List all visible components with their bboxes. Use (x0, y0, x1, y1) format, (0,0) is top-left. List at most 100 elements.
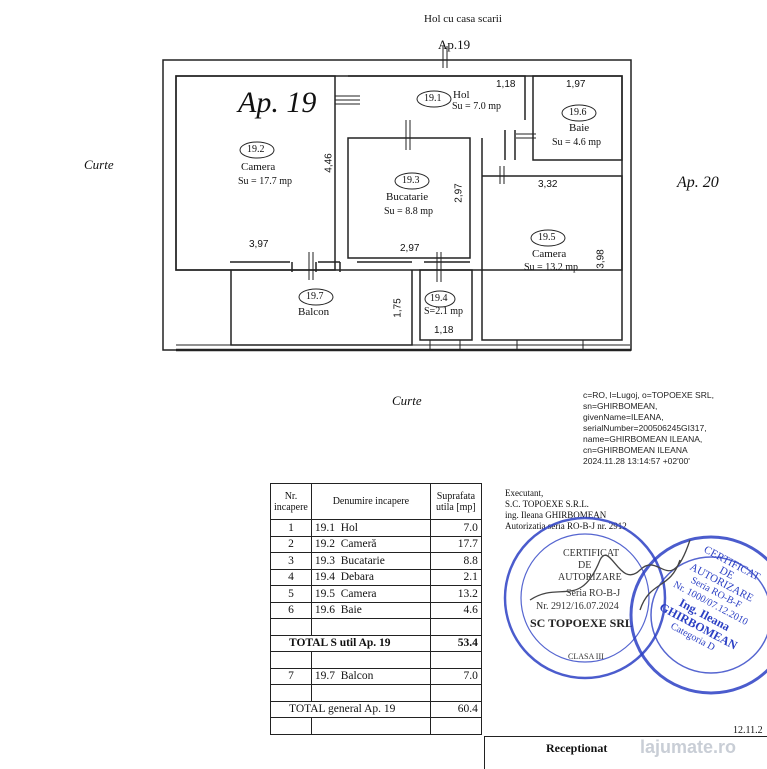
room-name: Camera (532, 248, 567, 260)
reception-label: Receptionat (546, 741, 608, 755)
col-header-name: Denumire incapere (310, 483, 431, 520)
dimension-label: 2,97 (400, 243, 420, 254)
room-area: Su = 8.8 mp (384, 206, 433, 217)
neighbor-label: Ap. 20 (677, 174, 719, 191)
digital-signature: c=RO, l=Lugoj, o=TOPOEXE SRL, sn=GHIRBOM… (583, 390, 714, 467)
total-util-label: TOTAL S util Ap. 19 (270, 634, 431, 652)
stamp-text: Nr. 2912/16.07.2024 (536, 601, 619, 612)
room-id: 19.3 (402, 175, 420, 186)
cell-name: 19.5 Camera (310, 585, 431, 603)
company-stamp: CERTIFICAT DE AUTORIZARE Seria RO-B-J Nr… (500, 513, 670, 683)
room-id: 19.4 (430, 293, 448, 304)
stamp-text: Seria RO-B-J (566, 588, 621, 599)
dimension-label: 3,32 (538, 179, 558, 190)
room-id: 19.1 (424, 93, 442, 104)
rooms-table: Nr. incapere Denumire incapere Suprafata… (270, 483, 482, 735)
signature-line: serialNumber=200506245GI317, (583, 423, 707, 433)
total-util-row: TOTAL S util Ap. 19 53.4 (270, 634, 482, 652)
dimension-label: 2,97 (453, 183, 465, 203)
dimension-label: 3,97 (249, 239, 269, 250)
signature-line: sn=GHIRBOMEAN, (583, 401, 658, 411)
cell-area: 7.0 (429, 519, 482, 537)
room-area: Su = 7.0 mp (452, 101, 501, 112)
cell-area: 17.7 (429, 535, 482, 553)
reception-box (484, 736, 767, 769)
cell-name: 19.4 Debara (310, 568, 431, 586)
signature-line: c=RO, l=Lugoj, o=TOPOEXE SRL, (583, 390, 714, 400)
room-name: Camera (241, 161, 276, 173)
table-row: 4 19.4 Debara 2.1 (270, 568, 482, 586)
cell-nr: 2 (270, 535, 312, 553)
cell-name: 19.6 Baie (310, 601, 431, 619)
room-area: S=2.1 mp (424, 306, 463, 317)
room-name: Hol (453, 89, 470, 101)
cell-area: 8.8 (429, 552, 482, 570)
signature-line: cn=GHIRBOMEAN ILEANA (583, 445, 688, 455)
room-area: Su = 4.6 mp (552, 137, 601, 148)
entry-label: Ap.19 (438, 37, 471, 52)
stamp-text: DE (578, 560, 592, 571)
cell-name: 19.1 Hol (310, 519, 431, 537)
table-row: 7 19.7 Balcon 7.0 (270, 667, 482, 685)
room-id: 19.6 (569, 107, 587, 118)
dimension-label: 4,46 (323, 153, 335, 173)
stamp-text: SC TOPOEXE SRL (530, 616, 633, 630)
table-row: 3 19.3 Bucatarie 8.8 (270, 552, 482, 570)
room-id: 19.2 (247, 144, 265, 155)
yard-left-label: Curte (84, 157, 114, 172)
cell-area: 4.6 (429, 601, 482, 619)
reception-date: 12.11.2 (733, 725, 763, 736)
cell-name: 19.3 Bucatarie (310, 552, 431, 570)
room-name: Bucatarie (386, 191, 429, 203)
total-general-row: TOTAL general Ap. 19 60.4 (270, 700, 482, 718)
cell-area: 7.0 (429, 667, 482, 685)
apartment-title: Ap. 19 (238, 86, 317, 119)
cell-nr: 6 (270, 601, 312, 619)
cell-nr: 1 (270, 519, 312, 537)
col-header-area: Suprafata utila [mp] (429, 483, 482, 520)
executant-line: Executant, (505, 488, 544, 498)
cell-nr: 3 (270, 552, 312, 570)
cell-nr: 5 (270, 585, 312, 603)
signature-line: givenName=ILEANA, (583, 412, 664, 422)
cell-area: 13.2 (429, 585, 482, 603)
cell-area: 2.1 (429, 568, 482, 586)
stamp-text: CERTIFICAT (563, 548, 620, 559)
total-util-value: 53.4 (429, 634, 482, 652)
handwritten-signature (529, 539, 691, 611)
stamp-text: CLASA III (568, 652, 604, 661)
executant-line: ing. Ileana GHIRBOMEAN (505, 510, 607, 520)
room-area: Su = 13.2 mp (524, 262, 578, 273)
stamp-text: AUTORIZARE (558, 572, 622, 583)
col-header-nr: Nr. incapere (270, 483, 312, 520)
watermark: lajumate.ro (640, 737, 737, 757)
engineer-stamp: CERTIFICAT DE AUTORIZARE Seria RO-B-F Nr… (626, 530, 767, 700)
room-id: 19.5 (538, 232, 556, 243)
table-row: 5 19.5 Camera 13.2 (270, 585, 482, 603)
total-general-label: TOTAL general Ap. 19 (270, 700, 431, 718)
table-row: 6 19.6 Baie 4.6 (270, 601, 482, 619)
cell-name: 19.2 Cameră (310, 535, 431, 553)
executant-line: S.C. TOPOEXE S.R.L. (505, 499, 589, 509)
room-name: Baie (569, 122, 590, 134)
cell-name: 19.7 Balcon (310, 667, 431, 685)
dimension-label: 1,75 (392, 298, 404, 318)
dimension-label: 1,18 (496, 79, 516, 90)
dimension-label: 3,98 (595, 249, 607, 269)
cell-nr: 4 (270, 568, 312, 586)
executant-block: Executant, S.C. TOPOEXE S.R.L. ing. Ilea… (505, 488, 627, 532)
floor-plan (162, 46, 632, 352)
yard-bottom-label: Curte (392, 393, 422, 408)
total-general-value: 60.4 (429, 700, 482, 718)
dimension-label: 1,18 (434, 325, 454, 336)
room-id: 19.7 (306, 291, 324, 302)
executant-line: Autorizatia seria RO-B-J nr. 2912 (505, 521, 627, 531)
dimension-label: 1,97 (566, 79, 586, 90)
room-area: Su = 17.7 mp (238, 176, 292, 187)
signature-line: name=GHIRBOMEAN ILEANA, (583, 434, 703, 444)
room-name: Balcon (298, 306, 330, 318)
stairwell-label: Hol cu casa scarii (424, 13, 502, 25)
table-row: 2 19.2 Cameră 17.7 (270, 535, 482, 553)
cell-nr: 7 (270, 667, 312, 685)
table-row: 1 19.1 Hol 7.0 (270, 519, 482, 537)
